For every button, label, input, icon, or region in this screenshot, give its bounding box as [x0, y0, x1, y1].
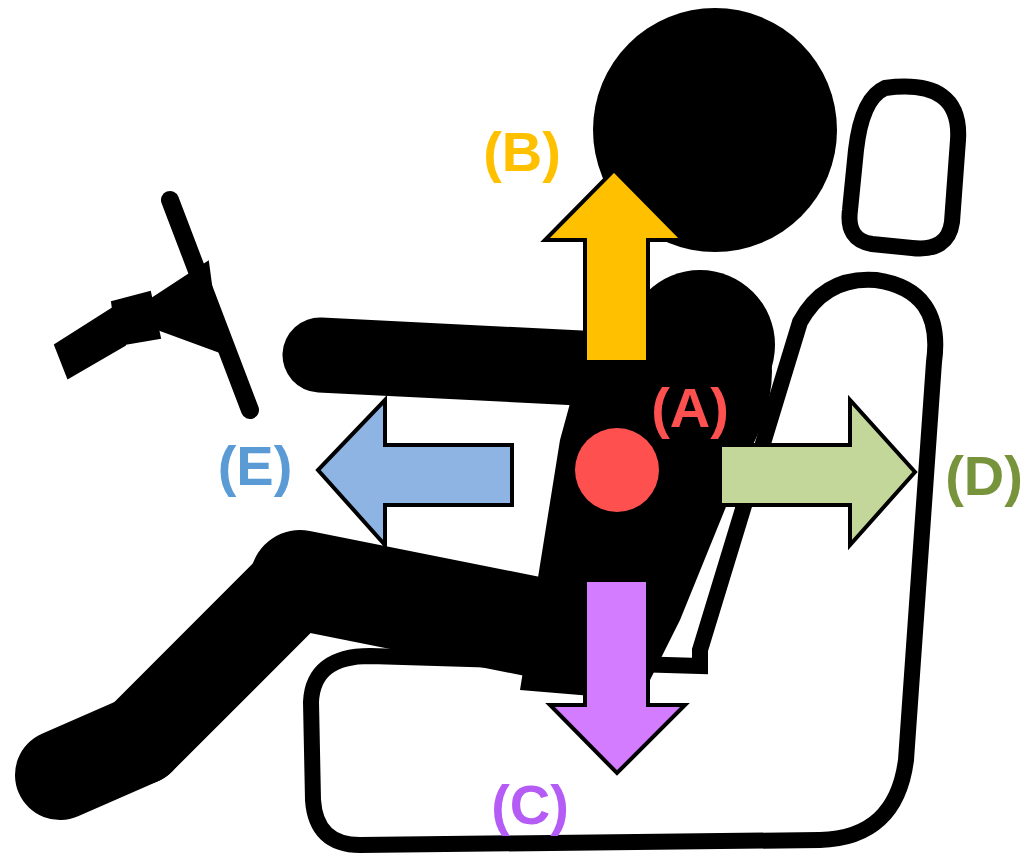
direction-label: (A)	[651, 380, 729, 436]
arrow-down	[550, 580, 685, 773]
direction-label: (E)	[218, 438, 293, 494]
headrest	[849, 87, 958, 249]
arrow-up	[545, 170, 683, 362]
arrow-back	[720, 400, 915, 545]
arrow-forward	[318, 400, 512, 545]
driver-figure	[60, 8, 837, 775]
direction-arrows	[318, 170, 915, 773]
steering-wheel	[55, 200, 250, 410]
direction-label: (B)	[483, 124, 561, 180]
direction-label: (D)	[945, 448, 1023, 504]
direction-label: (C)	[491, 777, 569, 833]
center-point	[575, 428, 659, 512]
